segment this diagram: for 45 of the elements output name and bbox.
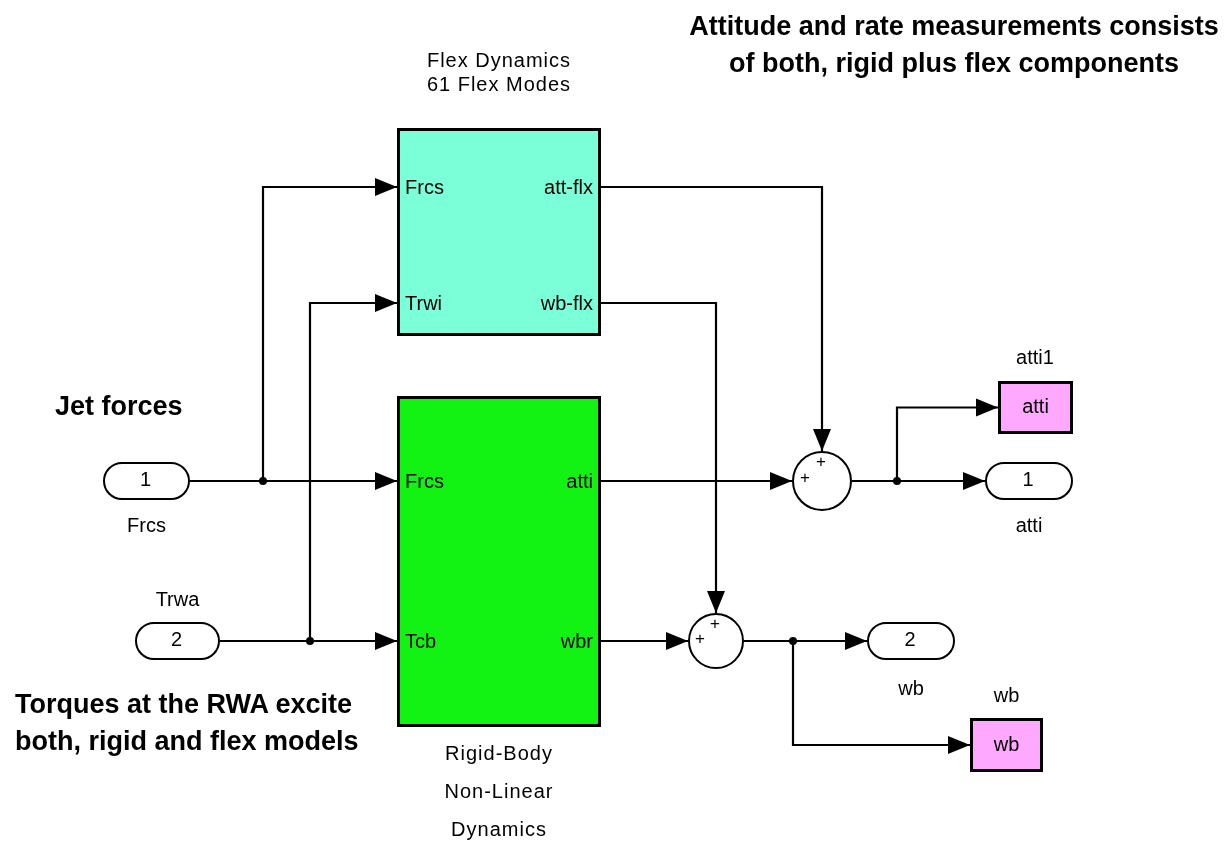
sign-label: + bbox=[709, 615, 721, 633]
inport-block bbox=[103, 462, 190, 500]
port-label: Frcs bbox=[405, 175, 444, 199]
signal-arrow bbox=[852, 472, 985, 490]
block-label: 1 bbox=[1021, 467, 1035, 491]
sign-label: + bbox=[694, 630, 706, 648]
outport-block bbox=[985, 462, 1073, 500]
sum-block bbox=[792, 451, 852, 511]
sign-label: + bbox=[799, 469, 811, 487]
port-label: Tcb bbox=[405, 629, 437, 653]
port-label: att-flx bbox=[543, 175, 593, 199]
block-name: wb bbox=[897, 676, 925, 700]
block-label: 2 bbox=[169, 627, 184, 651]
signal-arrow bbox=[744, 639, 970, 754]
signal-arrow bbox=[601, 472, 792, 490]
annotation-text: Jet forces bbox=[55, 390, 184, 423]
signal-arrow bbox=[220, 632, 397, 650]
block-name: wb bbox=[992, 683, 1021, 707]
block-label: wb bbox=[992, 732, 1021, 756]
signal-arrow bbox=[601, 301, 725, 613]
port-label: Trwi bbox=[405, 291, 443, 315]
signal-arrow bbox=[601, 632, 688, 650]
sign-label: + bbox=[815, 453, 827, 471]
block-name: atti1 bbox=[1015, 345, 1055, 369]
goto-block bbox=[998, 381, 1073, 434]
block-label: atti bbox=[1021, 394, 1050, 418]
block-name: Frcs bbox=[126, 513, 167, 537]
block-label: 1 bbox=[138, 467, 153, 491]
block-name: Trwa bbox=[154, 587, 201, 611]
block-caption: Rigid-Body Non-Linear Dynamics bbox=[443, 741, 555, 842]
port-label: Frcs bbox=[405, 469, 444, 493]
annotation-text: Attitude and rate measurements consists of both, rigid plus flex components bbox=[688, 10, 1220, 80]
sum-block bbox=[688, 613, 744, 669]
inport-block bbox=[135, 622, 220, 660]
outport-block bbox=[867, 622, 955, 660]
annotation-text: Torques at the RWA excite both, rigid and flex models bbox=[15, 688, 360, 758]
signal-arrow bbox=[601, 185, 831, 451]
block-title: Flex Dynamics 61 Flex Modes bbox=[425, 48, 573, 96]
port-label: wb-flx bbox=[539, 291, 593, 315]
port-label: wbr bbox=[559, 629, 593, 653]
signal-arrow bbox=[190, 472, 397, 490]
port-label: atti bbox=[565, 469, 593, 493]
block-name: atti bbox=[1014, 513, 1044, 537]
block-label: 2 bbox=[903, 627, 917, 651]
goto-block bbox=[970, 718, 1043, 772]
